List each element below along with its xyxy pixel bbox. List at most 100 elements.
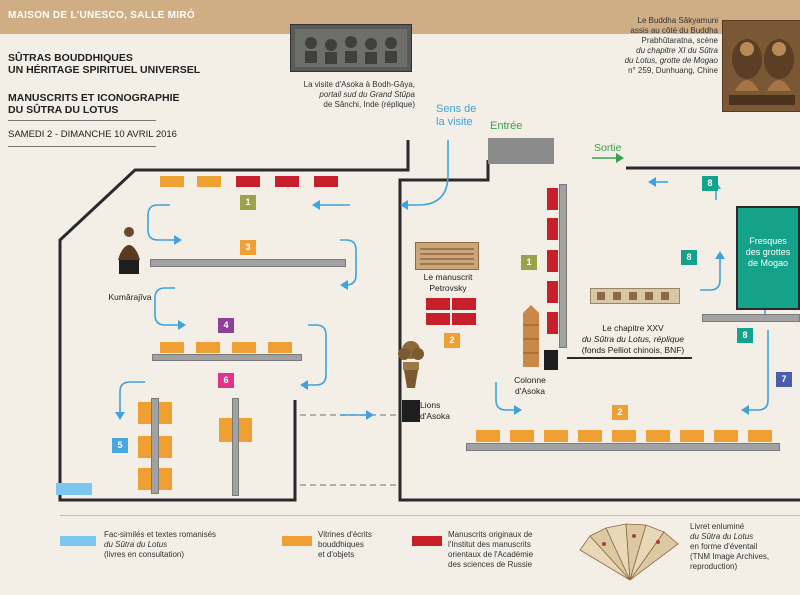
section-badge-8b: 8: [681, 250, 697, 265]
red-case: [452, 313, 476, 325]
kumarajiva-statue: [114, 224, 144, 274]
display-wall-6: [232, 398, 239, 496]
arrow-loop-7: [495, 382, 518, 411]
venue-label: MAISON DE L'UNESCO, SALLE MIRÓ: [8, 10, 195, 21]
buddha-fresco-image: [722, 20, 800, 112]
orange-case: [159, 402, 172, 424]
title-divider: [8, 120, 156, 121]
right-room-wall: [398, 160, 800, 502]
orange-case: [714, 430, 738, 442]
legend-swatch-orange: [282, 536, 312, 546]
title-line-4: DU SÛTRA DU LOTUS: [8, 104, 119, 116]
asoka-visit-caption: La visite d'Asoka à Bodh-Gâya, portail s…: [303, 80, 415, 109]
orange-case: [239, 418, 252, 442]
exhibition-dates: SAMEDI 2 - DIMANCHE 10 AVRIL 2016: [8, 129, 177, 140]
chapter-xxv-platform: [567, 357, 692, 359]
petrovsky-label: Le manuscrit Petrovsky: [423, 272, 473, 293]
orange-case: [612, 430, 636, 442]
column-label: Colonne d'Asoka: [514, 375, 546, 396]
red-case: [314, 176, 338, 187]
title-line-1: SÛTRAS BOUDDHIQUES: [8, 52, 133, 64]
title-line-3: MANUSCRITS ET ICONOGRAPHIE: [8, 92, 180, 104]
legend-divider: [60, 515, 800, 516]
asoka-relief-image: [290, 24, 412, 72]
orange-case: [748, 430, 772, 442]
fan-icon: [579, 523, 679, 581]
chapter-xxv-label: Le chapitre XXV du Sûtra du Lotus, répli…: [581, 323, 685, 355]
red-case: [452, 298, 476, 310]
left-room-wall: [58, 140, 410, 502]
entrance-label: Entrée: [490, 120, 523, 132]
section-badge-2b: 2: [612, 405, 628, 420]
orange-case: [544, 430, 568, 442]
scroll-pattern-icon: [597, 292, 669, 300]
section-badge-2: 2: [444, 333, 460, 348]
asoka-column-object: [518, 305, 544, 371]
kumarajiva-label: Kumârajîva: [108, 292, 152, 302]
title-line-2: UN HÉRITAGE SPIRITUEL UNIVERSEL: [8, 64, 201, 76]
orange-case: [476, 430, 500, 442]
display-wall-5: [151, 398, 159, 494]
column-icon: [523, 305, 539, 367]
red-case: [547, 281, 558, 303]
arrow-8b: [700, 255, 721, 291]
orange-case: [160, 342, 184, 353]
buddha-caption: Le Buddha Sâkyamuni assis au côté du Bud…: [624, 16, 718, 75]
orange-case: [160, 176, 184, 187]
entrance-block: [488, 138, 554, 164]
legend-swatch-red: [412, 536, 442, 546]
section-badge-8c: 8: [737, 328, 753, 343]
visit-direction-label: Sens de la visite: [436, 103, 477, 128]
asoka-lions-statue: [396, 338, 426, 422]
fresco-wall: [702, 314, 800, 322]
display-wall-2: [466, 443, 780, 451]
display-wall-1: [559, 184, 567, 348]
frescoes-label: Fresques des grottes de Mogao: [745, 236, 791, 268]
lions-label: Lions d'Asoka: [420, 400, 450, 421]
orange-case: [510, 430, 534, 442]
red-case: [547, 250, 558, 272]
orange-case: [680, 430, 704, 442]
legend-swatch-lightblue: [60, 536, 96, 546]
section-badge-7: 7: [776, 372, 792, 387]
red-case: [426, 298, 450, 310]
section-badge-8a: 8: [702, 176, 718, 191]
legend-red-text: Manuscrits originaux de l'Institut des m…: [448, 530, 534, 569]
arrow-loop-3: [154, 287, 182, 326]
petrovsky-manuscript-image: [415, 242, 479, 270]
orange-case: [578, 430, 602, 442]
red-case: [547, 218, 558, 240]
chapter-xxv-scroll-image: [590, 288, 680, 304]
exit-arrow-head: [616, 153, 624, 163]
orange-case: [138, 402, 151, 424]
legend-orange-text: Vitrines d'écrits bouddhiques et d'objet…: [318, 530, 372, 559]
section-badge-6: 6: [218, 373, 234, 388]
exit-label: Sortie: [594, 142, 622, 154]
orange-case: [159, 436, 172, 458]
lightblue-case: [56, 483, 92, 495]
arrow-loop-5: [119, 381, 145, 416]
orange-case: [268, 342, 292, 353]
arrow-loop-2: [340, 239, 357, 286]
orange-case: [159, 468, 172, 490]
arrow-loop-8: [745, 330, 769, 411]
manuscript-text-icon: [420, 248, 474, 265]
arrow-loop-1: [147, 204, 178, 241]
section-badge-5: 5: [112, 438, 128, 453]
red-case: [275, 176, 299, 187]
relief-pattern-icon: [295, 29, 407, 67]
fan-booklet-image: [576, 522, 684, 582]
dates-divider: [8, 146, 156, 147]
lion-capital-icon: [398, 341, 424, 422]
orange-case: [232, 342, 256, 353]
orange-case: [197, 176, 221, 187]
display-wall-4: [152, 354, 302, 361]
flow-arrows: [119, 140, 769, 416]
section-badge-1: 1: [240, 195, 256, 210]
red-case: [236, 176, 260, 187]
orange-case: [646, 430, 670, 442]
section-badge-1b: 1: [521, 255, 537, 270]
red-case: [547, 188, 558, 210]
orange-case: [138, 436, 151, 458]
